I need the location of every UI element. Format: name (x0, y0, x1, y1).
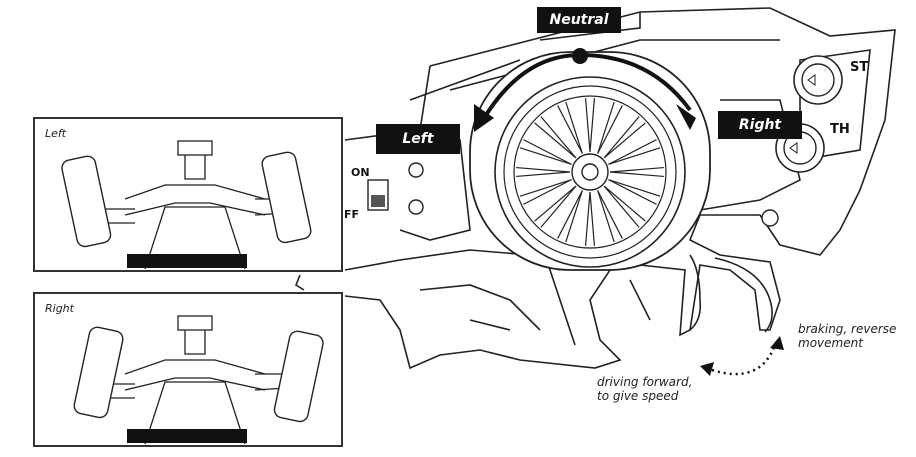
inset-right-steering: Right (33, 292, 343, 447)
trigger-motion-arrow (711, 344, 777, 376)
reverse-note-line-2: movement (798, 336, 863, 350)
car-front-right (73, 315, 324, 445)
forward-note: driving forward, to give speed (597, 375, 692, 403)
reverse-note-line-1: braking, reverse (798, 322, 897, 336)
right-arrowhead (676, 104, 696, 130)
trigger-guard (714, 257, 773, 333)
switch-on-label: ON (351, 166, 370, 179)
forward-arrowhead (700, 362, 714, 376)
neutral-dot (572, 48, 588, 64)
left-label: Left (376, 124, 460, 154)
led-indicator-top (408, 162, 424, 178)
inset-left-steering: Left (33, 117, 343, 272)
screw-icon (761, 209, 779, 227)
reverse-note: braking, reverse movement (798, 322, 896, 350)
switch-off-label: FF (344, 208, 360, 221)
forward-note-line-1: driving forward, (597, 375, 693, 389)
inset-right-title: Right (45, 302, 74, 315)
steering-wheel (469, 51, 711, 271)
throttle-trigger (689, 254, 702, 331)
forward-note-line-2: to give speed (597, 389, 679, 403)
power-switch-slider (371, 195, 385, 207)
throttle-trim-label: TH (830, 122, 850, 137)
car-front-left (61, 140, 312, 270)
right-label: Right (718, 111, 802, 139)
neutral-label: Neutral (537, 7, 621, 33)
inset-left-title: Left (45, 127, 67, 140)
steering-trim-knob (793, 55, 843, 105)
steering-trim-label: ST (850, 60, 869, 75)
led-indicator-bottom (408, 199, 424, 215)
reverse-arrowhead (770, 336, 784, 350)
left-arrowhead (474, 104, 494, 132)
